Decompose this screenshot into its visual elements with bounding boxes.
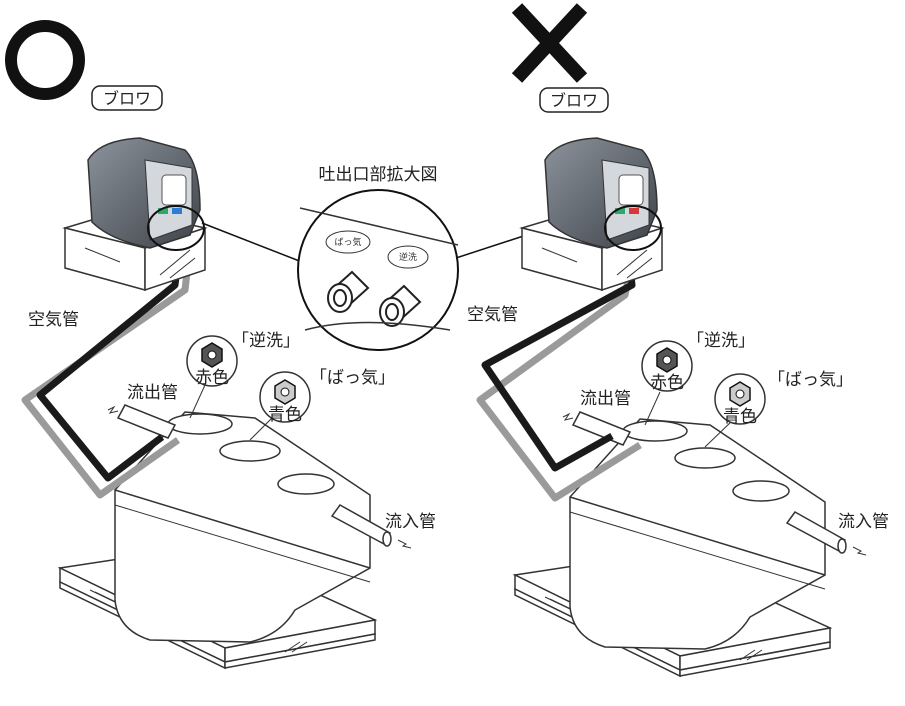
outflow-pipe <box>562 411 632 446</box>
bad-panel: ブロワ <box>467 3 889 678</box>
inflow-pipe-label: 流入管 <box>385 512 436 532</box>
backwash-tag: 「逆洗」 <box>687 331 755 351</box>
inflow-pipe <box>330 504 412 549</box>
aeration-color-label: 青色 <box>268 405 302 425</box>
tank <box>114 411 371 643</box>
backwash-port <box>379 284 422 327</box>
backwash-tag: 「逆洗」 <box>232 331 300 351</box>
detail-leader-left <box>201 222 303 263</box>
outlet-detail: 吐出口部拡大図 ばっ気 逆洗 <box>201 165 549 351</box>
aeration-color-label: 青色 <box>723 407 757 427</box>
backwash-color-label: 赤色 <box>195 368 229 388</box>
aeration-tag: 「ばっ気」 <box>310 368 395 388</box>
blower-tag: ブロワ <box>103 89 151 108</box>
port-backwash-label: 逆洗 <box>399 251 417 263</box>
outlet-highlight-circle <box>604 205 662 251</box>
inflow-pipe <box>785 511 867 556</box>
outflow-pipe <box>107 404 177 439</box>
air-pipe-label: 空気管 <box>28 310 79 330</box>
cross-ng-mark <box>511 3 588 83</box>
air-pipe-label: 空気管 <box>467 305 518 325</box>
blower-tag: ブロワ <box>550 91 598 110</box>
aeration-port <box>327 270 370 313</box>
good-panel: ブロワ <box>5 20 436 670</box>
backwash-color-label: 赤色 <box>650 373 684 393</box>
blower <box>87 137 201 249</box>
circle-ok-mark <box>5 20 85 100</box>
aeration-tag: 「ばっ気」 <box>768 370 853 390</box>
blower-tag-box <box>539 87 609 113</box>
port-aeration-label: ばっ気 <box>334 236 361 248</box>
inflow-pipe-label: 流入管 <box>838 512 889 532</box>
blower-tag-box <box>91 85 163 111</box>
detail-title: 吐出口部拡大図 <box>319 165 438 185</box>
outlet-highlight-circle <box>147 205 205 251</box>
blower <box>544 137 658 249</box>
outflow-pipe-label: 流出管 <box>127 383 178 403</box>
outflow-pipe-label: 流出管 <box>580 389 631 409</box>
tank <box>569 418 826 650</box>
